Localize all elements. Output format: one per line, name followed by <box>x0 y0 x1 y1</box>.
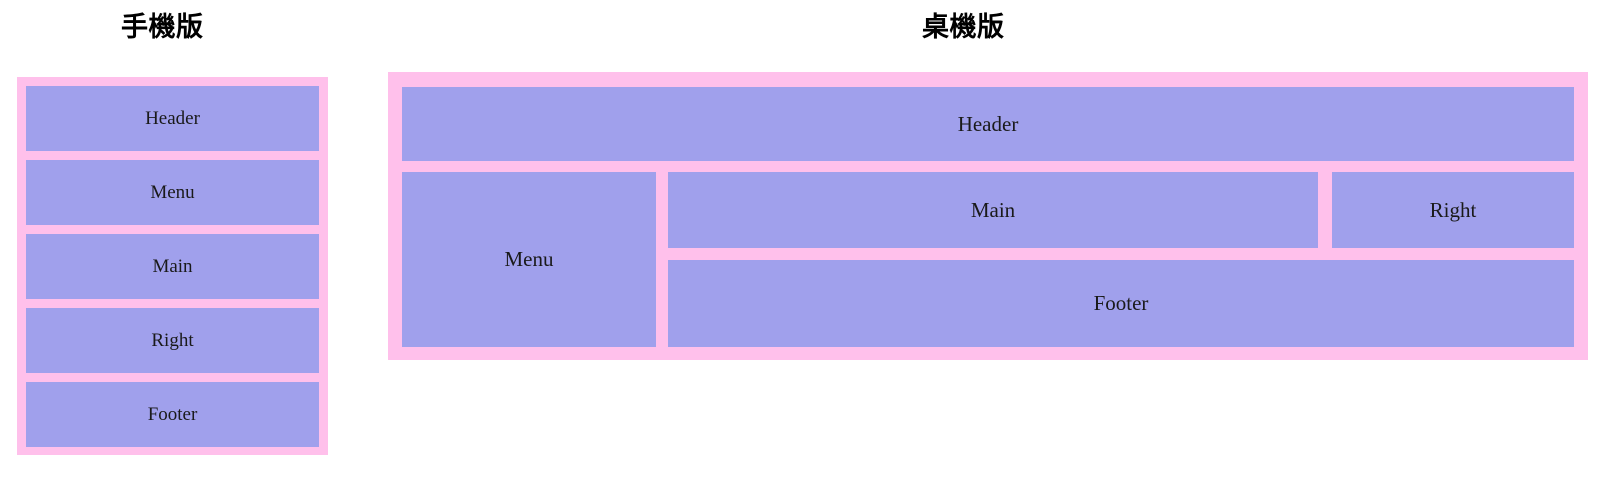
mobile-block-menu: Menu <box>26 160 319 225</box>
desktop-block-footer: Footer <box>668 260 1574 347</box>
mobile-block-right: Right <box>26 308 319 373</box>
mobile-block-footer: Footer <box>26 382 319 447</box>
mobile-layout-wireframe: Header Menu Main Right Footer <box>17 77 328 455</box>
mobile-section-title: 手機版 <box>121 12 204 43</box>
desktop-block-header: Header <box>402 87 1574 161</box>
desktop-block-main: Main <box>668 172 1318 248</box>
mobile-block-header: Header <box>26 86 319 151</box>
mobile-block-main: Main <box>26 234 319 299</box>
desktop-section-title: 桌機版 <box>922 12 1005 43</box>
desktop-block-right: Right <box>1332 172 1574 248</box>
desktop-block-menu: Menu <box>402 172 656 347</box>
desktop-layout-wireframe: Header Menu Main Right Footer <box>388 72 1588 360</box>
